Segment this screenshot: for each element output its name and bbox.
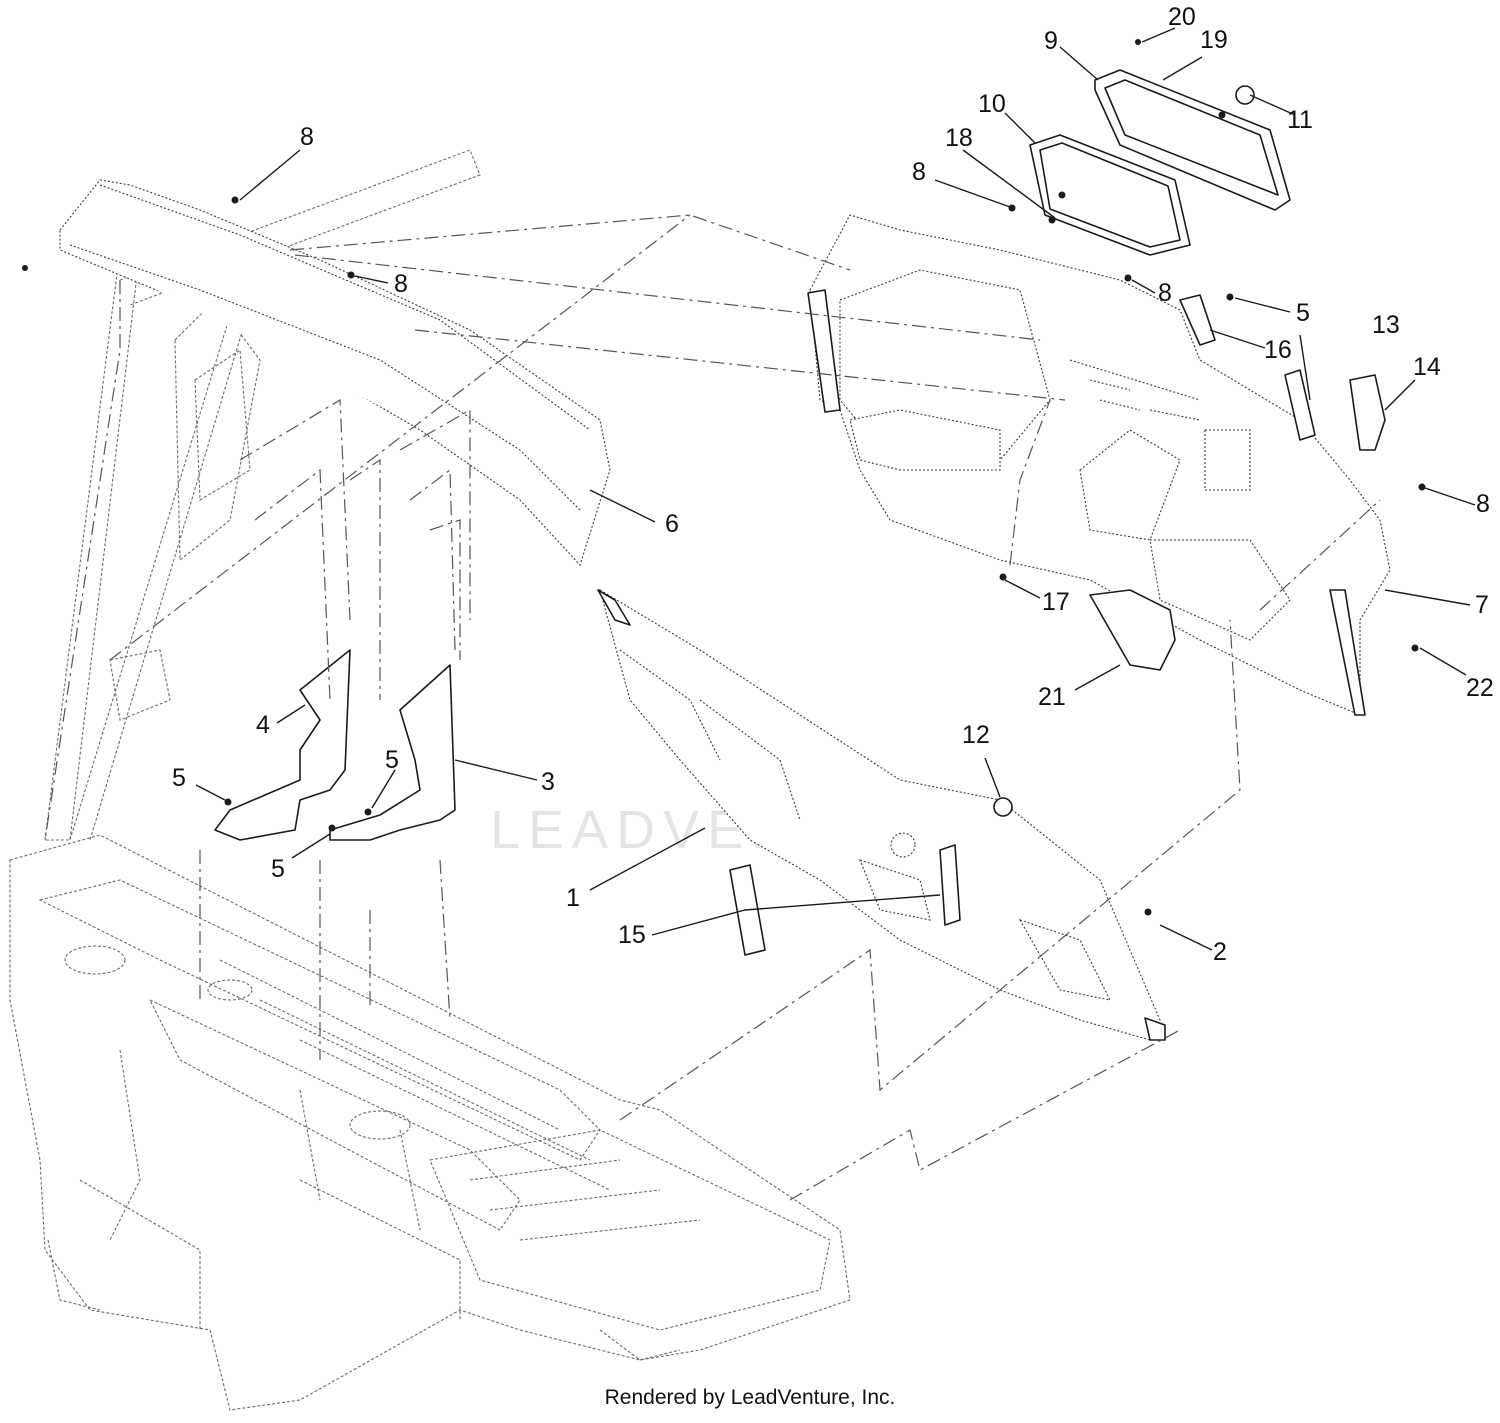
callout-15: 15 — [618, 921, 646, 949]
callout-4: 4 — [256, 711, 270, 739]
part-1-lower-panel — [597, 588, 1166, 1041]
callout-8d: 8 — [1158, 279, 1172, 307]
hardware — [22, 39, 1426, 916]
callout-5d: 5 — [1296, 299, 1310, 327]
callout-16: 16 — [1264, 336, 1292, 364]
part-4-bracket — [214, 649, 351, 841]
callout-22: 22 — [1466, 674, 1494, 702]
callout-1: 1 — [566, 884, 580, 912]
callout-10: 10 — [978, 90, 1006, 118]
part-11-connector — [1235, 85, 1255, 105]
callout-9: 9 — [1044, 27, 1058, 55]
callout-19: 19 — [1200, 26, 1228, 54]
chassis-frame — [9, 834, 851, 1411]
callout-11: 11 — [1287, 106, 1313, 134]
part-3-bracket — [329, 664, 456, 841]
callout-7: 7 — [1475, 591, 1489, 619]
callout-8c: 8 — [912, 158, 926, 186]
callout-5c: 5 — [271, 855, 285, 883]
callout-20: 20 — [1168, 3, 1196, 31]
phantom-lines — [44, 214, 1381, 1201]
callout-18: 18 — [945, 124, 973, 152]
part-6-upper-rail — [59, 179, 611, 567]
part-10-gasket — [1029, 134, 1191, 256]
callout-8a: 8 — [300, 123, 314, 151]
part-7-dash-panel — [807, 214, 1391, 716]
callouts: 1 2 3 4 5 5 5 5 6 7 8 8 8 8 8 9 10 11 12… — [172, 3, 1494, 966]
part-9-bezel — [1094, 69, 1291, 211]
callout-17: 17 — [1042, 588, 1070, 616]
callout-8e: 8 — [1476, 490, 1490, 518]
part-13-trim — [1284, 369, 1316, 441]
footer-credit: Rendered by LeadVenture, Inc. — [604, 1386, 896, 1409]
part-14-cover — [1349, 374, 1386, 451]
callout-14: 14 — [1413, 353, 1441, 381]
part-15-trim-right — [939, 844, 961, 926]
callout-12: 12 — [962, 721, 990, 749]
callout-13: 13 — [1372, 311, 1400, 339]
callout-3: 3 — [541, 768, 555, 796]
part-21-cover — [1089, 589, 1176, 671]
leader-lines — [195, 27, 1476, 951]
part-12-plug — [993, 797, 1013, 817]
callout-5b: 5 — [385, 746, 399, 774]
callout-21: 21 — [1038, 683, 1066, 711]
callout-6: 6 — [665, 510, 679, 538]
callout-2: 2 — [1213, 938, 1227, 966]
callout-5a: 5 — [172, 764, 186, 792]
callout-8b: 8 — [394, 270, 408, 298]
part-16-latch — [1179, 294, 1216, 346]
